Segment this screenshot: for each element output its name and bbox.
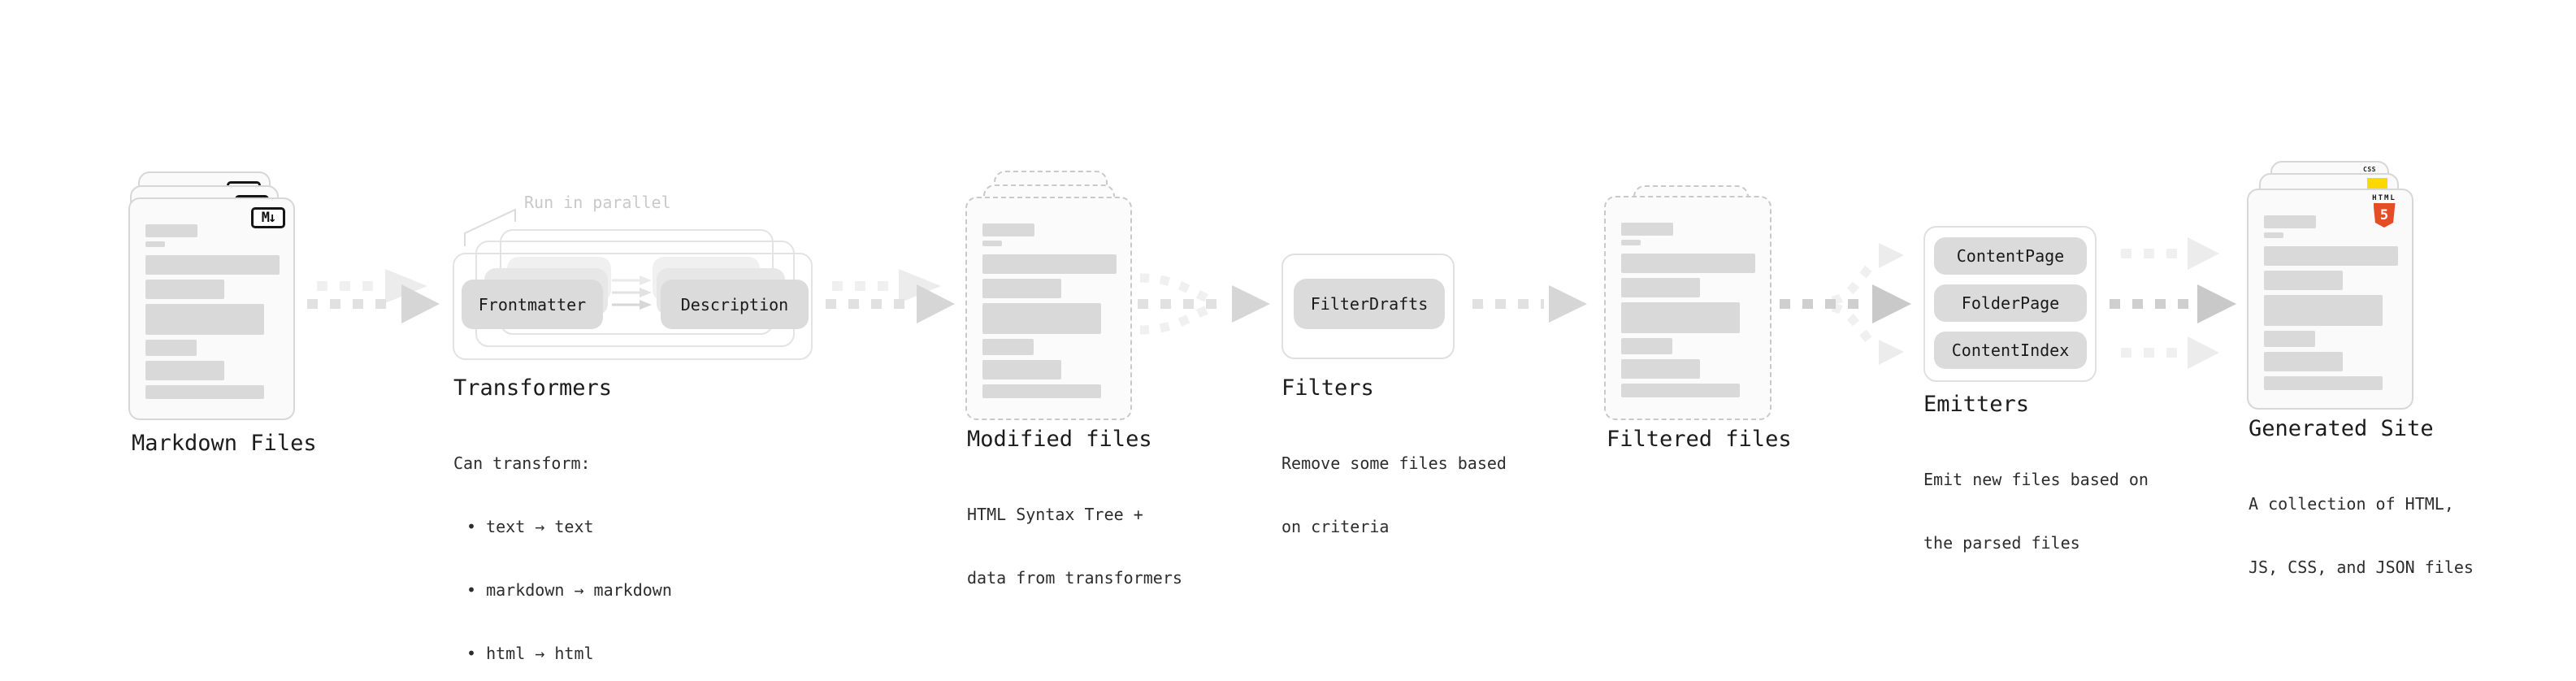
text-placeholder-bar <box>2264 295 2383 326</box>
text-placeholder-bar <box>982 339 1034 355</box>
transformer-frame <box>453 253 813 360</box>
text-placeholder-bar <box>2264 232 2283 238</box>
html5-icon: HTML 5 <box>2364 194 2405 228</box>
modified-files-description: HTML Syntax Tree + data from transformer… <box>967 462 1182 631</box>
text-placeholder-bar <box>2264 271 2343 290</box>
file-card: HTML 5 <box>2247 189 2413 410</box>
text-placeholder-bar <box>2264 331 2315 347</box>
text-placeholder-bar <box>982 303 1101 334</box>
text-placeholder-bar <box>2264 215 2316 228</box>
text-placeholder-bar <box>145 280 224 299</box>
text-placeholder-bar <box>145 361 224 380</box>
desc-line: Remove some files based <box>1281 453 1507 473</box>
text-placeholder-bar <box>982 384 1101 398</box>
text-placeholder-bar <box>145 255 280 275</box>
file-card-dashed <box>965 197 1132 420</box>
text-placeholder-bar <box>1621 359 1700 379</box>
text-placeholder-bar <box>1621 338 1672 354</box>
desc-line: HTML Syntax Tree + <box>967 505 1143 524</box>
text-placeholder-bar <box>145 224 197 237</box>
text-placeholder-bar <box>982 241 1002 246</box>
desc-line: data from transformers <box>967 568 1182 588</box>
text-placeholder-bar <box>145 241 165 247</box>
parallel-arrows-icon <box>612 275 652 310</box>
contentindex-chip: ContentIndex <box>1934 332 2087 369</box>
stage-title-filters: Filters <box>1281 375 1374 401</box>
text-placeholder-bar <box>1621 254 1755 273</box>
generated-site-description: A collection of HTML, JS, CSS, and JSON … <box>2249 451 2474 620</box>
desc-line: A collection of HTML, <box>2249 494 2454 514</box>
arrow-emitters-to-generated <box>2110 237 2236 369</box>
desc-line: Can transform: <box>453 453 591 473</box>
text-placeholder-bar <box>1621 223 1673 236</box>
text-placeholder-bar <box>1621 278 1700 297</box>
contentpage-chip: ContentPage <box>1934 237 2087 275</box>
desc-line: Emit new files based on <box>1923 470 2149 489</box>
text-placeholder-bar <box>2264 352 2343 371</box>
desc-line: on criteria <box>1281 517 1390 536</box>
stage-title-emitters: Emitters <box>1923 392 2030 417</box>
desc-bullet: • markdown → markdown <box>466 580 672 600</box>
stage-title-markdown-files: Markdown Files <box>132 431 317 456</box>
css-wordmark: CSS <box>2363 166 2376 173</box>
arrow-modified-to-filters-merge <box>1138 273 1270 335</box>
description-chip: Description <box>661 280 809 329</box>
desc-line: JS, CSS, and JSON files <box>2249 557 2474 577</box>
desc-line: the parsed files <box>1923 533 2080 553</box>
arrow-filtered-to-emitters-split <box>1780 243 1911 365</box>
run-in-parallel-leader-line <box>464 208 516 246</box>
text-placeholder-bar <box>1621 302 1740 333</box>
desc-bullet: • html → html <box>466 644 594 663</box>
filterdrafts-chip: FilterDrafts <box>1294 279 1445 329</box>
folderpage-chip: FolderPage <box>1934 284 2087 322</box>
frontmatter-chip: Frontmatter <box>462 280 603 329</box>
text-placeholder-bar <box>2264 246 2398 266</box>
stage-title-transformers: Transformers <box>453 375 613 401</box>
javascript-icon <box>2367 178 2387 189</box>
text-placeholder-bar <box>982 223 1034 236</box>
markdown-icon: M↓ <box>251 207 285 228</box>
stage-title-filtered-files: Filtered files <box>1607 427 1792 452</box>
text-placeholder-bar <box>1621 240 1641 245</box>
file-card-dashed <box>1604 196 1772 420</box>
filters-description: Remove some files based on criteria <box>1281 410 1507 579</box>
arrow-transformers-to-modified <box>826 269 955 323</box>
html5-shield: 5 <box>2373 203 2396 228</box>
run-in-parallel-note: Run in parallel <box>524 193 671 212</box>
file-card: M↓ <box>128 197 295 420</box>
text-placeholder-bar <box>145 340 197 356</box>
arrow-markdown-to-transformers <box>307 269 440 323</box>
text-placeholder-bar <box>982 254 1117 274</box>
desc-bullet: • text → text <box>466 517 594 536</box>
text-placeholder-bar <box>982 279 1061 298</box>
stage-title-modified-files: Modified files <box>967 427 1152 452</box>
stage-title-generated-site: Generated Site <box>2249 416 2434 441</box>
text-placeholder-bar <box>2264 376 2383 390</box>
arrow-filters-to-filtered <box>1472 285 1587 323</box>
html5-wordmark: HTML <box>2372 194 2396 202</box>
text-placeholder-bar <box>145 304 264 335</box>
text-placeholder-bar <box>1621 384 1740 397</box>
emitters-description: Emit new files based on the parsed files <box>1923 427 2149 596</box>
text-placeholder-bar <box>982 360 1061 380</box>
transformers-description: Can transform: • text → text • markdown … <box>453 410 672 681</box>
text-placeholder-bar <box>145 385 264 399</box>
